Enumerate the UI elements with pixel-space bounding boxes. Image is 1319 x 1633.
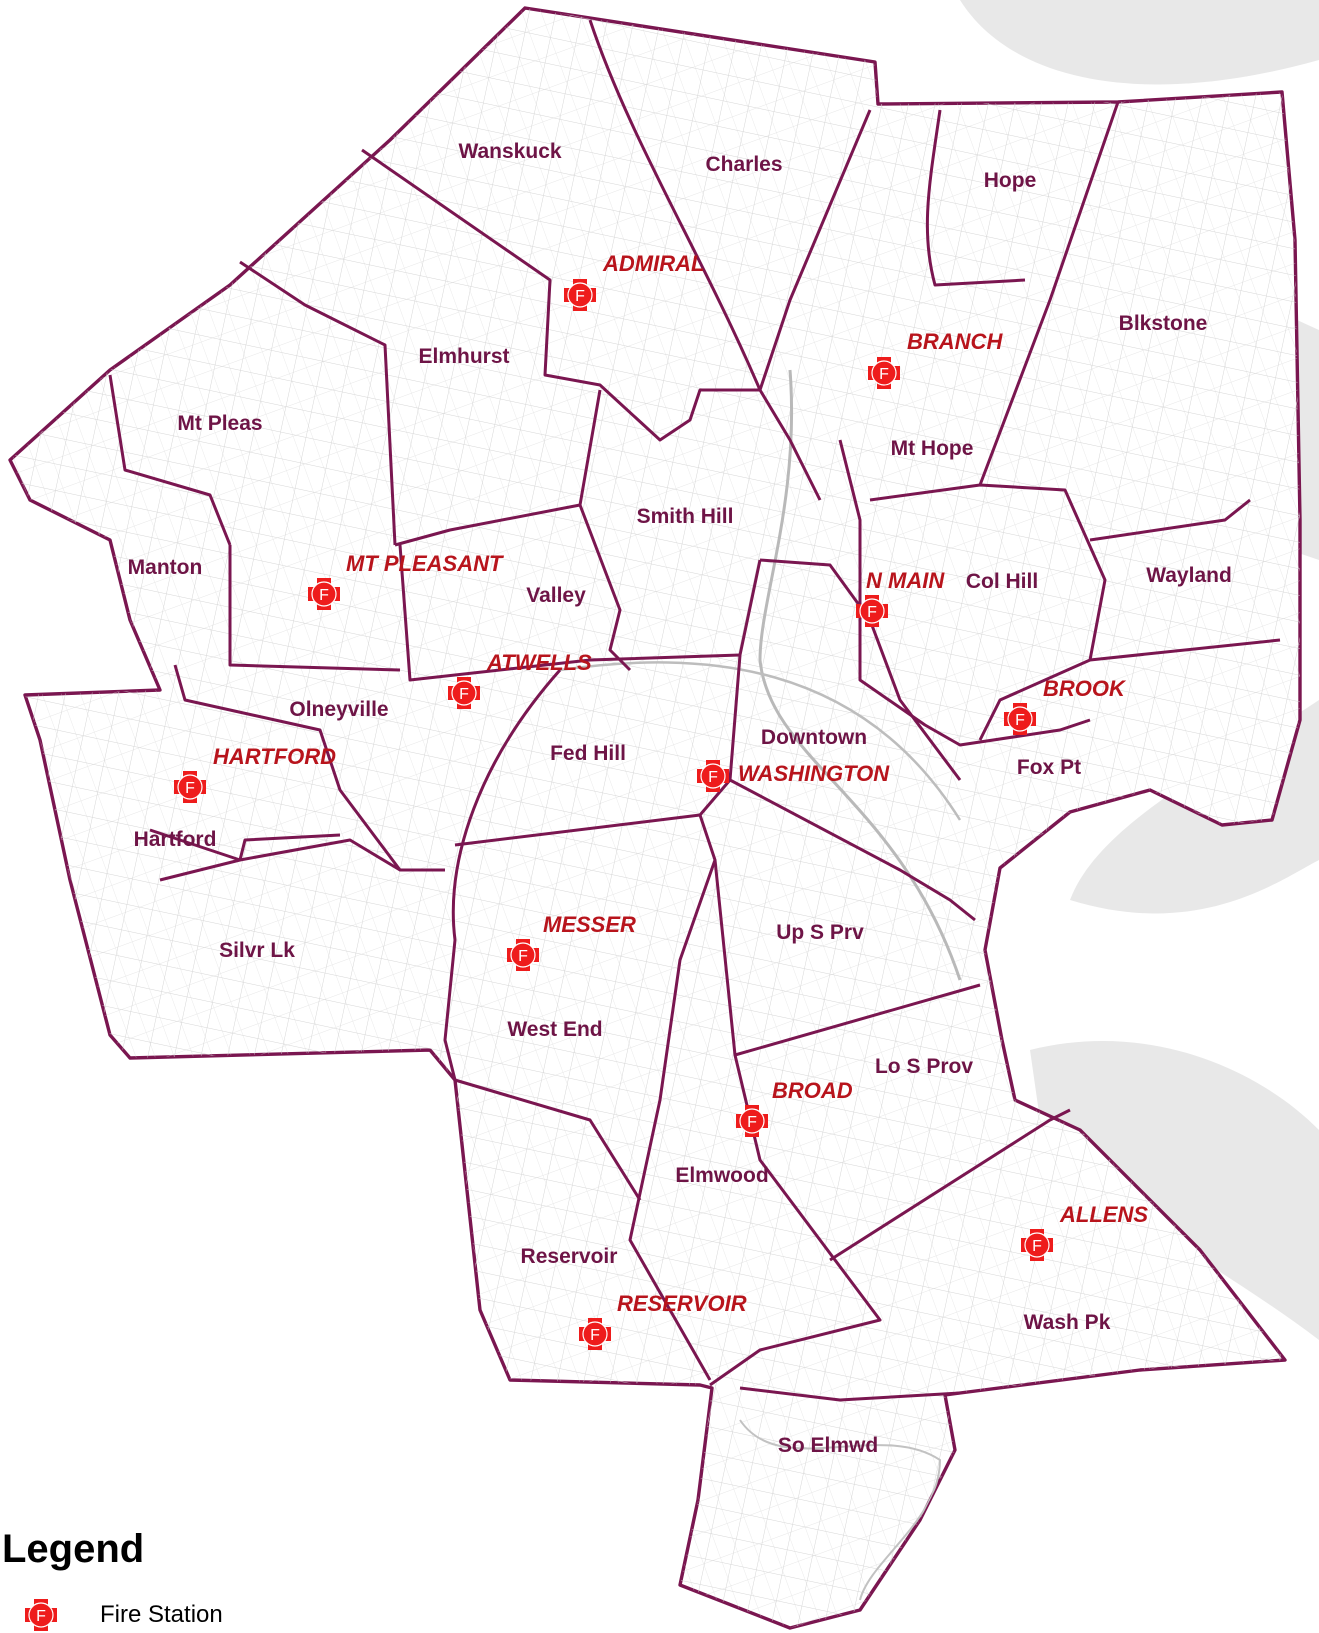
fire-station-marker-washington: F (697, 760, 729, 792)
svg-text:F: F (518, 948, 528, 965)
label-west-end: West End (507, 1018, 602, 1041)
svg-text:F: F (319, 587, 329, 604)
station-label-admiral: ADMIRAL (602, 251, 704, 276)
label-elmhurst: Elmhurst (418, 345, 509, 368)
label-fox-pt: Fox Pt (1017, 756, 1081, 779)
fire-station-icon: F (25, 1599, 57, 1631)
fire-station-marker-broad: F (736, 1105, 768, 1137)
label-so-elmwd: So Elmwd (778, 1434, 878, 1457)
legend-item-fire-station: F Fire Station (24, 1598, 223, 1632)
label-valley: Valley (526, 584, 586, 607)
station-label-atwells: ATWELLS (486, 650, 592, 675)
label-manton: Manton (128, 556, 203, 579)
label-wash-pk: Wash Pk (1024, 1311, 1111, 1334)
label-smith-hill: Smith Hill (637, 505, 734, 528)
label-lo-s-prov: Lo S Prov (875, 1055, 973, 1078)
label-up-s-prv: Up S Prv (776, 921, 864, 944)
station-label-reservoir: RESERVOIR (617, 1291, 747, 1316)
svg-text:F: F (747, 1114, 757, 1131)
svg-text:F: F (575, 288, 585, 305)
label-reservoir: Reservoir (521, 1245, 618, 1268)
station-label-branch: BRANCH (907, 329, 1003, 354)
label-hartford: Hartford (134, 828, 217, 851)
district-boundaries (108, 19, 1281, 1402)
fire-station-marker-admiral: F (564, 279, 596, 311)
svg-text:F: F (867, 604, 877, 621)
label-mt-pleas: Mt Pleas (177, 412, 262, 435)
label-silvr-lk: Silvr Lk (219, 939, 295, 962)
svg-text:F: F (185, 780, 195, 797)
station-label-mt-pleasant: MT PLEASANT (346, 551, 504, 576)
station-label-broad: BROAD (772, 1078, 853, 1103)
label-charles: Charles (705, 153, 782, 176)
label-mt-hope: Mt Hope (891, 437, 974, 460)
label-blkstone: Blkstone (1119, 312, 1208, 335)
fire-station-marker-n-main: F (856, 595, 888, 627)
fire-station-marker-branch: F (868, 357, 900, 389)
svg-text:F: F (590, 1327, 600, 1344)
label-wayland: Wayland (1146, 564, 1232, 587)
svg-text:F: F (708, 769, 718, 786)
fire-station-marker-brook: F (1004, 703, 1036, 735)
label-hope: Hope (984, 169, 1037, 192)
fire-station-marker-hartford: F (174, 771, 206, 803)
legend-label-fire-station: Fire Station (100, 1601, 223, 1628)
fire-station-markers: F F F F F F F F F F F F (174, 279, 1053, 1350)
label-wanskuck: Wanskuck (458, 140, 561, 163)
station-label-messer: MESSER (543, 912, 636, 937)
svg-text:F: F (879, 366, 889, 383)
station-label-hartford: HARTFORD (213, 744, 336, 769)
legend-title: Legend (2, 1527, 145, 1571)
label-elmwood: Elmwood (675, 1164, 768, 1187)
station-label-allens: ALLENS (1059, 1202, 1148, 1227)
fire-station-marker-atwells: F (448, 677, 480, 709)
svg-text:F: F (1015, 712, 1025, 729)
svg-text:F: F (459, 686, 469, 703)
svg-text:F: F (1032, 1238, 1042, 1255)
label-fed-hill: Fed Hill (550, 742, 626, 765)
label-downtown: Downtown (761, 726, 867, 749)
station-label-brook: BROOK (1043, 676, 1127, 701)
fire-station-marker-allens: F (1021, 1229, 1053, 1261)
station-label-washington: WASHINGTON (738, 761, 890, 786)
station-label-n-main: N MAIN (866, 568, 945, 593)
fire-station-marker-mt-pleasant: F (308, 578, 340, 610)
svg-text:F: F (36, 1608, 46, 1625)
fire-station-marker-reservoir: F (579, 1318, 611, 1350)
neighborhood-labels: Wanskuck Charles Hope Blkstone Elmhurst … (128, 140, 1232, 1457)
label-olneyville: Olneyville (289, 698, 388, 721)
label-col-hill: Col Hill (966, 570, 1038, 593)
fire-station-marker-messer: F (507, 939, 539, 971)
station-labels: ADMIRAL BRANCH MT PLEASANT N MAIN ATWELL… (213, 251, 1148, 1316)
